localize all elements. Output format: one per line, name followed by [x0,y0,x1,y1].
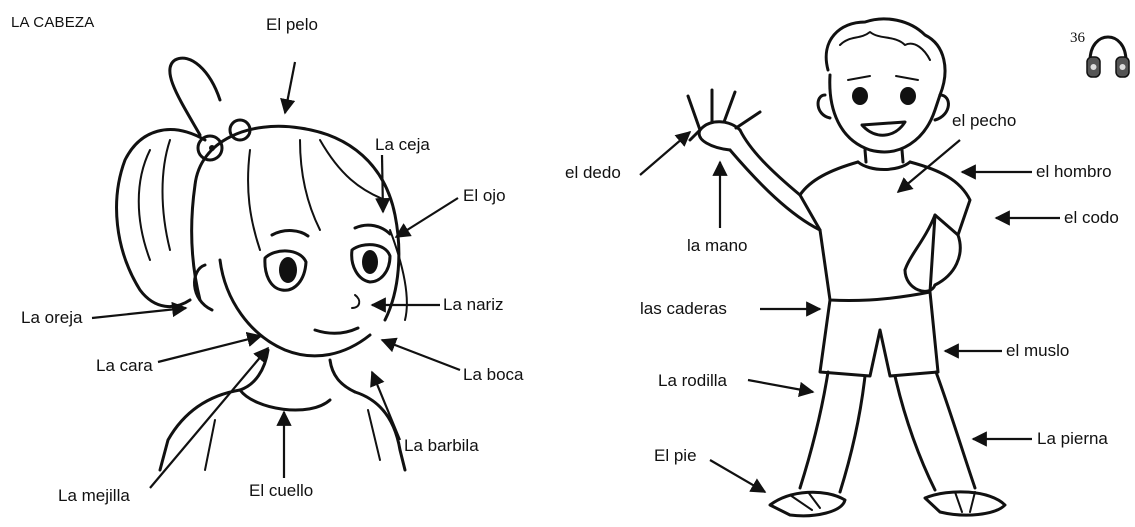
arrow-ceja [375,154,391,214]
arrow-mejilla [149,346,269,489]
label-pierna: La pierna [1037,429,1108,448]
label-mejilla: La mejilla [58,486,130,505]
label-dedo: el dedo [565,163,621,182]
arrow-barbila [370,370,402,441]
label-ojo: El ojo [463,186,506,205]
label-nariz: La nariz [443,295,504,314]
label-cara: La cara [96,356,153,375]
arrow-pie [709,459,767,493]
label-ceja: La ceja [375,135,430,154]
arrow-dedo [639,130,692,176]
label-barbila: La barbila [404,436,479,455]
body-arrows [639,130,1060,493]
label-boca: La boca [463,365,524,384]
label-rodilla: La rodilla [658,371,727,390]
label-codo: el codo [1064,208,1119,227]
arrow-cara [157,331,263,364]
arrow-rodilla [747,378,815,398]
label-pecho: el pecho [952,111,1017,130]
label-hombro: el hombro [1036,162,1112,181]
label-pelo: El pelo [266,15,318,34]
arrow-ojo [394,197,459,238]
label-mano: la mano [687,236,748,255]
head-arrows [91,61,461,489]
label-cuello: El cuello [249,481,314,500]
label-oreja: La oreja [21,308,83,327]
page-number: 36 [1070,30,1085,46]
arrow-pelo [280,61,297,115]
label-muslo: el muslo [1006,341,1070,360]
arrow-boca [380,337,461,372]
arrow-oreja [91,301,188,320]
arrow-pecho [896,139,961,193]
boy-body-drawing [686,17,1007,518]
headphones-icon [1086,35,1130,78]
girl-head-drawing [115,56,408,472]
section-title: LA CABEZA [11,14,95,31]
label-caderas: las caderas [640,299,727,318]
label-pie: El pie [654,446,697,465]
